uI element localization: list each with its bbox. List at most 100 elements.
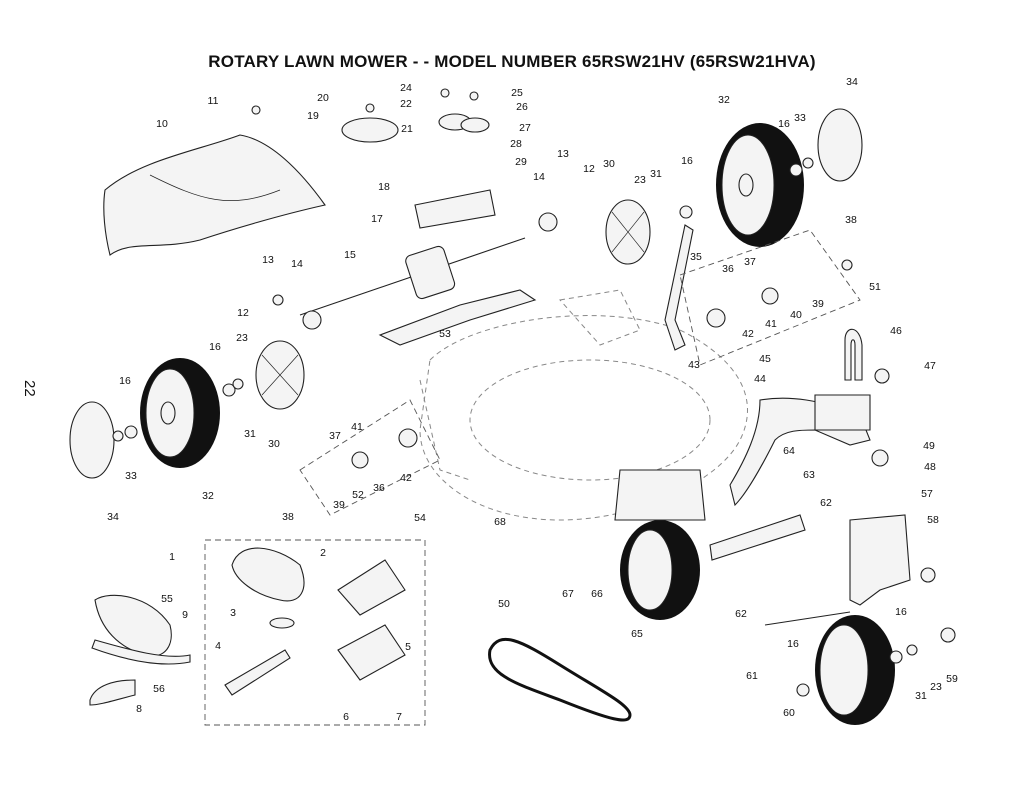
front-left-wheel (614, 469, 706, 620)
callout-12: 12 (583, 163, 595, 175)
callout-31: 31 (244, 428, 256, 440)
callout-53: 53 (439, 328, 451, 340)
drive-belt (488, 637, 632, 722)
callout-14: 14 (533, 171, 545, 183)
callout-29: 29 (515, 156, 527, 168)
callout-62: 62 (820, 497, 832, 509)
height-adjuster-lever (664, 224, 694, 351)
page-title: ROTARY LAWN MOWER - - MODEL NUMBER 65RSW… (208, 52, 816, 71)
callout-50: 50 (498, 598, 510, 610)
callout-13: 13 (262, 254, 274, 266)
callout-52: 52 (352, 489, 364, 501)
callout-37: 37 (329, 430, 341, 442)
callout-16: 16 (681, 155, 693, 167)
callout-7: 7 (396, 711, 402, 723)
gear-kit-box-right (679, 229, 861, 366)
callout-63: 63 (803, 469, 815, 481)
callout-12: 12 (237, 307, 249, 319)
callout-65: 65 (631, 628, 643, 640)
callout-42: 42 (742, 328, 754, 340)
callout-16: 16 (787, 638, 799, 650)
left-gear-plate (255, 340, 305, 410)
callout-18: 18 (378, 181, 390, 193)
callout-27: 27 (519, 122, 531, 134)
callout-15: 15 (344, 249, 356, 261)
callout-8: 8 (136, 703, 142, 715)
control-kit-box (204, 539, 426, 726)
callout-67: 67 (562, 588, 574, 600)
callout-38: 38 (282, 511, 294, 523)
callout-32: 32 (202, 490, 214, 502)
right-rear-wheel (716, 123, 804, 247)
callout-16: 16 (209, 341, 221, 353)
callout-40: 40 (790, 309, 802, 321)
callout-41: 41 (765, 318, 777, 330)
callout-51: 51 (869, 281, 881, 293)
front-strap (709, 514, 806, 561)
right-gear-plate (605, 199, 651, 265)
callout-26: 26 (516, 101, 528, 113)
callout-46: 46 (890, 325, 902, 337)
callout-54: 54 (414, 512, 426, 524)
callout-36: 36 (373, 482, 385, 494)
callout-19: 19 (307, 110, 319, 122)
drive-shaft (299, 237, 526, 316)
right-hubcap (817, 108, 863, 182)
callout-60: 60 (783, 707, 795, 719)
callout-64: 64 (783, 445, 795, 457)
callout-43: 43 (688, 359, 700, 371)
callout-10: 10 (156, 118, 168, 130)
callout-59: 59 (946, 673, 958, 685)
pulley-bracket (341, 113, 496, 229)
callout-30: 30 (603, 158, 615, 170)
callout-34: 34 (107, 511, 119, 523)
callout-3: 3 (230, 607, 236, 619)
callout-1: 1 (169, 551, 175, 563)
callout-23: 23 (634, 174, 646, 186)
mower-deck (419, 289, 748, 521)
callout-44: 44 (754, 373, 766, 385)
callout-49: 49 (923, 440, 935, 452)
callout-68: 68 (494, 516, 506, 528)
wheel-height-bracket (849, 514, 911, 606)
callout-9: 9 (182, 609, 188, 621)
callout-31: 31 (915, 690, 927, 702)
callout-30: 30 (268, 438, 280, 450)
callout-47: 47 (924, 360, 936, 372)
callout-11: 11 (208, 95, 219, 107)
callout-20: 20 (317, 92, 329, 104)
callout-22: 22 (400, 98, 412, 110)
callout-58: 58 (927, 514, 939, 526)
callout-42: 42 (400, 472, 412, 484)
callout-4: 4 (215, 640, 221, 652)
callout-17: 17 (371, 213, 383, 225)
left-rear-wheel (140, 358, 220, 468)
callout-24: 24 (400, 82, 412, 94)
callout-28: 28 (510, 138, 522, 150)
callout-5: 5 (405, 641, 411, 653)
callout-2: 2 (320, 547, 326, 559)
callout-13: 13 (557, 148, 569, 160)
bail-grip (89, 594, 191, 706)
callout-37: 37 (744, 256, 756, 268)
callout-38: 38 (845, 214, 857, 226)
callout-23: 23 (930, 681, 942, 693)
callout-35: 35 (690, 251, 702, 263)
callout-62: 62 (735, 608, 747, 620)
callout-39: 39 (333, 499, 345, 511)
callout-61: 61 (746, 670, 758, 682)
callout-21: 21 (401, 123, 413, 135)
callout-55: 55 (161, 593, 173, 605)
callout-34: 34 (846, 76, 858, 88)
callout-36: 36 (722, 263, 734, 275)
callout-57: 57 (921, 488, 933, 500)
hardware-parts (112, 88, 956, 697)
shift-bar (378, 289, 537, 346)
callout-16: 16 (778, 118, 790, 130)
callout-23: 23 (236, 332, 248, 344)
left-hubcap (69, 401, 115, 479)
handle-bolt (844, 328, 863, 381)
callout-33: 33 (125, 470, 137, 482)
